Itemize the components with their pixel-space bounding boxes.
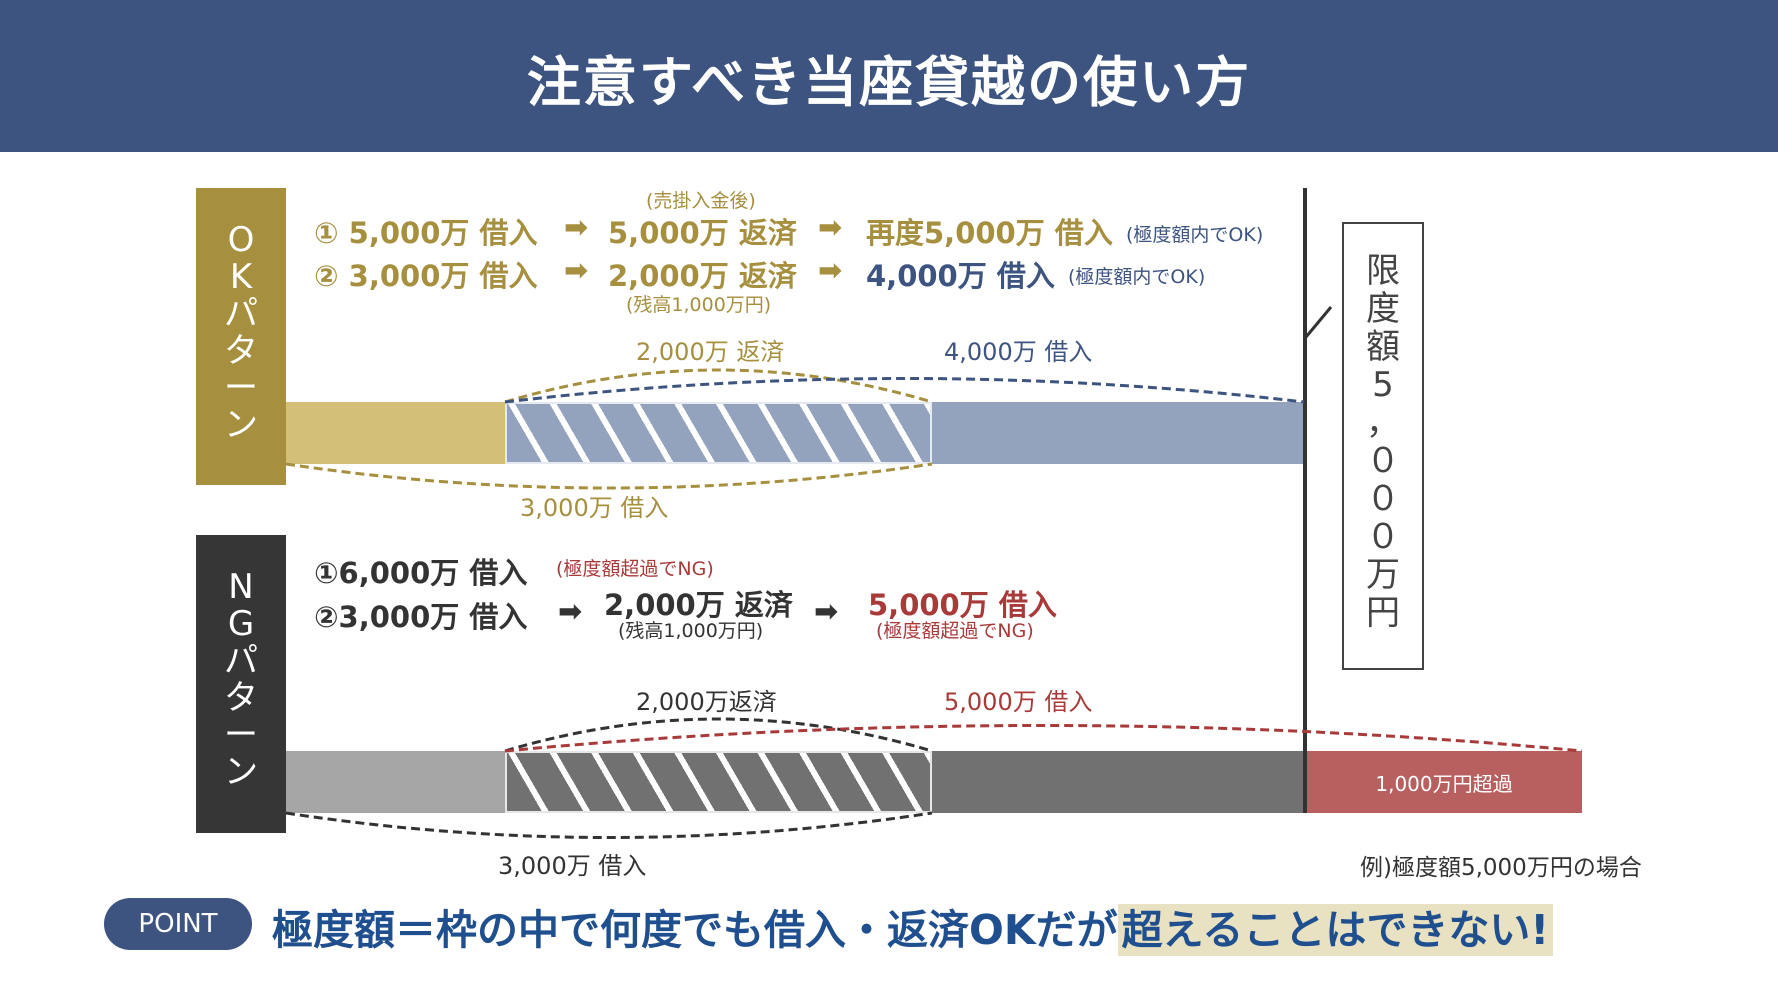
ok-step1-repay: 5,000万 返済 bbox=[608, 216, 797, 250]
arrow-right-icon: ➡ bbox=[818, 253, 843, 287]
limit-char: 限 bbox=[1366, 251, 1400, 291]
limit-char: 額 bbox=[1366, 327, 1400, 367]
ng-borrow-label: 5,000万 借入 bbox=[944, 688, 1093, 716]
arrow-right-icon: ➡ bbox=[814, 594, 839, 628]
limit-char: ０ bbox=[1366, 441, 1400, 481]
ok-pattern-label: O K パ タ ー ン bbox=[196, 188, 286, 485]
ng-initial-label: 3,000万 借入 bbox=[498, 852, 647, 880]
ng-step2-borrow-again: 5,000万 借入 bbox=[868, 588, 1057, 622]
ok-initial-label: 3,000万 借入 bbox=[520, 494, 669, 522]
ok-step2-mid-note: (残高1,000万円) bbox=[626, 294, 772, 316]
limit-char: 円 bbox=[1366, 593, 1400, 633]
limit-char: 度 bbox=[1366, 289, 1400, 329]
limit-char: ， bbox=[1366, 403, 1400, 443]
label-char: ン bbox=[224, 405, 258, 445]
limit-char: ０ bbox=[1366, 517, 1400, 557]
label-char: ー bbox=[224, 715, 258, 755]
example-note: 例)極度額5,000万円の場合 bbox=[1360, 855, 1642, 881]
ng-bar-repaid-hatched bbox=[505, 751, 932, 813]
point-text: 極度額＝枠の中で何度でも借入・返済OKだが超えることはできない! bbox=[272, 896, 1554, 956]
label-char: K bbox=[229, 257, 253, 297]
label-char: ン bbox=[224, 752, 258, 792]
point-text-highlight: 超えることはできない! bbox=[1117, 904, 1554, 956]
label-char: タ bbox=[224, 678, 258, 718]
ok-step2-borrow-again: 4,000万 借入 bbox=[866, 259, 1055, 293]
ng-bar-borrowed bbox=[932, 751, 1304, 813]
label-char: N bbox=[228, 567, 254, 607]
ng-bar-over-limit: 1,000万円超過 bbox=[1306, 751, 1582, 813]
ok-borrow-label: 4,000万 借入 bbox=[944, 338, 1093, 366]
point-badge: POINT bbox=[104, 898, 252, 950]
ng-step1-borrow: ①6,000万 借入 bbox=[314, 556, 528, 590]
label-char: O bbox=[227, 220, 255, 260]
ng-step2-mid-note: (残高1,000万円) bbox=[618, 620, 764, 642]
arrow-right-icon: ➡ bbox=[564, 253, 589, 287]
arrow-right-icon: ➡ bbox=[818, 210, 843, 244]
ok-step1-end-note: (極度額内でOK) bbox=[1126, 224, 1264, 246]
ok-bar-borrowed bbox=[932, 402, 1304, 464]
ok-step2-end-note: (極度額内でOK) bbox=[1068, 266, 1206, 288]
ng-pattern-label: N G パ タ ー ン bbox=[196, 535, 286, 833]
ng-step2-repay: 2,000万 返済 bbox=[604, 588, 793, 622]
ng-repay-label: 2,000万返済 bbox=[636, 688, 777, 716]
limit-box: 限 度 額 5 ， ０ ０ ０ 万 円 bbox=[1342, 222, 1424, 670]
ng-step2-borrow: ②3,000万 借入 bbox=[314, 600, 528, 634]
header-banner: 注意すべき当座貸越の使い方 bbox=[0, 0, 1778, 152]
ok-step1-note: (売掛入金後) bbox=[646, 190, 756, 212]
point-badge-label: POINT bbox=[138, 909, 218, 939]
arrow-right-icon: ➡ bbox=[564, 210, 589, 244]
ok-bar-remaining bbox=[286, 402, 505, 464]
label-char: ー bbox=[224, 368, 258, 408]
ok-step2-borrow: ② 3,000万 借入 bbox=[314, 259, 538, 293]
label-char: タ bbox=[224, 331, 258, 371]
limit-char: ０ bbox=[1366, 479, 1400, 519]
callout-tick bbox=[1304, 306, 1333, 338]
label-char: G bbox=[227, 604, 255, 644]
ok-step2-repay: 2,000万 返済 bbox=[608, 259, 797, 293]
limit-line bbox=[1303, 188, 1307, 813]
ok-bar-repaid-hatched bbox=[505, 402, 932, 464]
limit-char: 万 bbox=[1366, 555, 1400, 595]
label-char: パ bbox=[224, 294, 258, 334]
label-char: パ bbox=[224, 641, 258, 681]
ok-step1-reborrow: 再度5,000万 借入 bbox=[866, 216, 1113, 250]
ng-step1-note: (極度額超過でNG) bbox=[556, 558, 714, 580]
page-title: 注意すべき当座貸越の使い方 bbox=[526, 51, 1252, 114]
ok-repay-label: 2,000万 返済 bbox=[636, 338, 785, 366]
limit-char: 5 bbox=[1372, 365, 1394, 405]
point-text-main: 極度額＝枠の中で何度でも借入・返済OKだが bbox=[272, 906, 1118, 954]
ng-step2-end-note: (極度額超過でNG) bbox=[876, 620, 1034, 642]
ng-bar-remaining bbox=[286, 751, 505, 813]
arrow-right-icon: ➡ bbox=[558, 594, 583, 628]
ok-step1-borrow: ① 5,000万 借入 bbox=[314, 216, 538, 250]
over-limit-label: 1,000万円超過 bbox=[1375, 771, 1513, 796]
